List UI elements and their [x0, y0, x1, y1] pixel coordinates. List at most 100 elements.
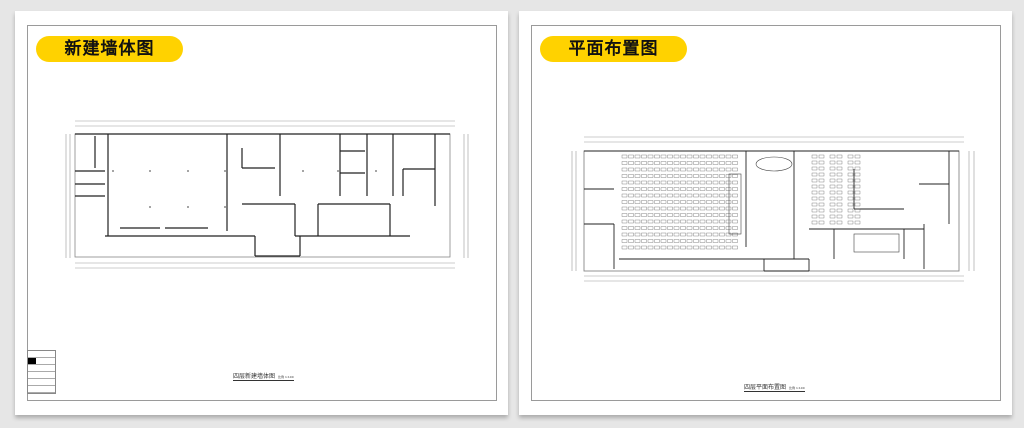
seat-symbol: [706, 154, 712, 159]
seat-symbol: [686, 213, 693, 217]
seat-symbol: [660, 154, 667, 159]
seat-symbol: [712, 193, 719, 198]
seat-symbol: [634, 180, 641, 185]
seat-symbol: [667, 161, 673, 165]
seat-symbol: [836, 178, 843, 183]
seat-symbol: [725, 167, 732, 172]
seat-symbol: [660, 174, 667, 178]
seat-symbol: [654, 154, 660, 159]
seat-symbol: [647, 154, 654, 159]
seat-symbol: [628, 245, 634, 250]
seat-symbol: [634, 219, 641, 224]
seat-symbol: [647, 213, 654, 217]
seat-symbol: [818, 202, 825, 207]
seat-symbol: [829, 214, 836, 219]
seat-symbol: [621, 245, 628, 250]
seat-symbol: [621, 206, 628, 211]
seat-symbol: [719, 180, 725, 185]
seat-symbol: [854, 178, 861, 183]
seat-symbol: [693, 219, 699, 224]
seat-symbol: [686, 239, 693, 243]
seat-symbol: [854, 172, 861, 177]
seat-symbol: [712, 167, 719, 172]
seat-symbol: [854, 166, 861, 171]
seat-symbol: [719, 161, 725, 165]
seat-symbol: [847, 214, 854, 219]
seat-symbol: [680, 154, 686, 159]
seat-symbol: [706, 200, 712, 204]
seat-symbol: [706, 232, 712, 237]
caption-title: 四层平面布置图: [744, 384, 787, 391]
seat-symbol: [719, 167, 725, 172]
seat-symbol: [667, 200, 673, 204]
seat-symbol: [667, 187, 673, 191]
seat-symbol: [654, 213, 660, 217]
seat-symbol: [706, 180, 712, 185]
seat-symbol: [680, 213, 686, 217]
seat-symbol: [725, 180, 732, 185]
seat-symbol: [621, 180, 628, 185]
seat-symbol: [847, 202, 854, 207]
seat-symbol: [654, 245, 660, 250]
seat-symbol: [847, 220, 854, 225]
seat-symbol: [732, 200, 738, 204]
seat-symbol: [621, 213, 628, 217]
seat-symbol: [847, 166, 854, 171]
seat-symbol: [686, 161, 693, 165]
seat-symbol: [836, 160, 843, 165]
seat-symbol: [712, 213, 719, 217]
seat-symbol: [647, 180, 654, 185]
seat-symbol: [693, 154, 699, 159]
seat-symbol: [654, 226, 660, 230]
seat-symbol: [680, 187, 686, 191]
seat-symbol: [634, 206, 641, 211]
seat-symbol: [829, 172, 836, 177]
seat-symbol: [667, 206, 673, 211]
seat-symbol: [699, 226, 706, 230]
seat-symbol: [836, 190, 843, 195]
seat-symbol: [732, 239, 738, 243]
seat-symbol: [699, 206, 706, 211]
seat-symbol: [673, 180, 680, 185]
seat-symbol: [719, 226, 725, 230]
seat-symbol: [686, 174, 693, 178]
seat-symbol: [725, 239, 732, 243]
seat-symbol: [811, 220, 818, 225]
seat-symbol: [628, 206, 634, 211]
seat-symbol: [811, 196, 818, 201]
seat-symbol: [628, 239, 634, 243]
seat-symbol: [706, 174, 712, 178]
seat-symbol: [673, 174, 680, 178]
seat-symbol: [667, 154, 673, 159]
seat-symbol: [699, 154, 706, 159]
layout-plan-panel: 平面布置图 四层平面布置图比例 1:100: [519, 11, 1012, 415]
seat-symbol: [628, 232, 634, 237]
seat-symbol: [818, 166, 825, 171]
seat-symbol: [719, 239, 725, 243]
seat-symbol: [699, 174, 706, 178]
seat-symbol: [818, 154, 825, 159]
seat-symbol: [641, 187, 647, 191]
seat-symbol: [693, 187, 699, 191]
seat-symbol: [621, 154, 628, 159]
seat-symbol: [712, 219, 719, 224]
seat-symbol: [818, 178, 825, 183]
seat-symbol: [686, 200, 693, 204]
seat-symbol: [706, 167, 712, 172]
seat-symbol: [628, 161, 634, 165]
seat-symbol: [712, 226, 719, 230]
seat-symbol: [673, 239, 680, 243]
seat-symbol: [628, 167, 634, 172]
seat-symbol: [641, 174, 647, 178]
seat-symbol: [621, 161, 628, 165]
seat-symbol: [628, 174, 634, 178]
seat-symbol: [634, 245, 641, 250]
seat-symbol: [628, 154, 634, 159]
seat-symbol: [641, 245, 647, 250]
seat-symbol: [634, 239, 641, 243]
seat-symbol: [719, 232, 725, 237]
seat-symbol: [829, 154, 836, 159]
seat-symbol: [706, 161, 712, 165]
seat-symbol: [634, 213, 641, 217]
seat-symbol: [660, 200, 667, 204]
